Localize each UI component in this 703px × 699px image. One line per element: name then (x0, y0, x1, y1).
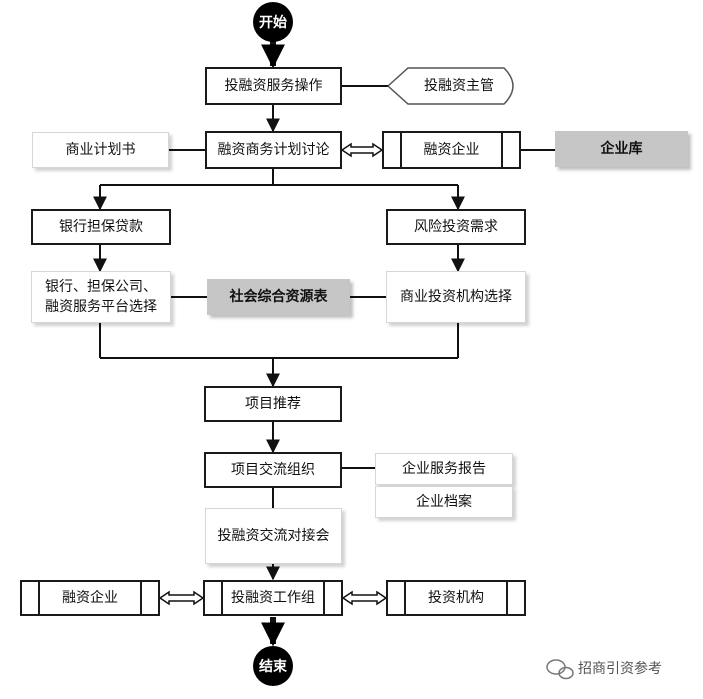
risk-investment-need-label: 风险投资需求 (414, 219, 498, 235)
end-node: 结束 (253, 646, 293, 686)
social-resource-table-label: 社会综合资源表 (229, 289, 328, 305)
risk-investment-need-box: 风险投资需求 (386, 209, 526, 245)
project-exchange-box: 项目交流组织 (204, 452, 342, 488)
start-node: 开始 (253, 2, 293, 42)
financing-company-top-box: 融资企业 (382, 131, 521, 169)
supervisor-box: 投融资主管 (398, 68, 520, 104)
financing-company-bottom-label: 融资企业 (62, 590, 118, 606)
working-group-box: 投融资工作组 (203, 580, 343, 616)
service-report-box: 企业服务报告 (375, 453, 513, 485)
supervisor-shape (386, 67, 514, 105)
enterprise-file-box: 企业档案 (375, 486, 513, 518)
wechat-icon (546, 659, 574, 680)
bank-selection-box: 银行、担保公司、 融资服务平台选择 (31, 271, 171, 323)
service-op-box: 投融资服务操作 (205, 67, 342, 105)
supervisor-label: 投融资主管 (424, 78, 494, 94)
service-report-label: 企业服务报告 (402, 461, 486, 477)
project-recommend-box: 项目推荐 (204, 386, 342, 422)
financing-company-bottom-box: 融资企业 (20, 580, 160, 616)
investment-institution-box: 投资机构 (386, 580, 526, 616)
project-exchange-label: 项目交流组织 (231, 462, 315, 478)
double-arrow-group-institution (341, 590, 388, 606)
watermark-text: 招商引资参考 (578, 661, 662, 677)
matchmaking-meeting-box: 投融资交流对接会 (205, 508, 342, 564)
bank-selection-line1: 银行、担保公司、 (45, 279, 157, 295)
service-op-label: 投融资服务操作 (224, 78, 323, 94)
enterprise-db-box: 企业库 (555, 131, 688, 167)
bank-guarantee-loan-box: 银行担保贷款 (31, 209, 171, 245)
project-recommend-label: 项目推荐 (245, 396, 301, 412)
working-group-label: 投融资工作组 (231, 590, 315, 606)
business-plan-box: 商业计划书 (32, 132, 169, 168)
bank-selection-line2: 融资服务平台选择 (45, 299, 157, 315)
investment-institution-label: 投资机构 (428, 590, 484, 606)
plan-discussion-label: 融资商务计划讨论 (217, 142, 330, 158)
plan-discussion-box: 融资商务计划讨论 (205, 131, 342, 169)
enterprise-db-label: 企业库 (600, 141, 643, 157)
business-plan-label: 商业计划书 (65, 142, 136, 158)
vc-selection-label: 商业投资机构选择 (400, 289, 512, 305)
financing-company-top-label: 融资企业 (423, 142, 480, 158)
matchmaking-meeting-label: 投融资交流对接会 (217, 528, 330, 544)
vc-selection-box: 商业投资机构选择 (386, 271, 526, 323)
end-label: 结束 (259, 659, 287, 675)
double-arrow-company-group (158, 590, 205, 606)
double-arrow-discussion-company (340, 142, 384, 158)
social-resource-table-box: 社会综合资源表 (207, 279, 350, 315)
start-label: 开始 (259, 15, 287, 31)
enterprise-file-label: 企业档案 (416, 494, 472, 510)
bank-guarantee-loan-label: 银行担保贷款 (59, 219, 143, 235)
